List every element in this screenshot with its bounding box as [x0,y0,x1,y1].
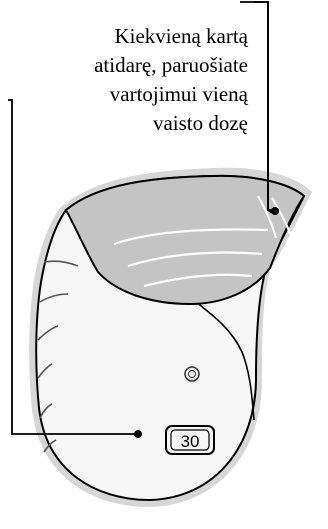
release-button [185,367,199,381]
cover-caption: Kiekvieną kartą atidarę, paruošiate vart… [18,22,248,138]
caption-line: vaisto dozę [18,109,248,138]
callout-cover-dot [271,207,279,215]
dose-counter-value: 30 [181,432,200,451]
callout-counter-dot [134,430,142,438]
caption-line: Kiekvieną kartą [18,22,248,51]
caption-line: atidarę, paruošiate [18,51,248,80]
caption-line: vartojimui vieną [18,80,248,109]
